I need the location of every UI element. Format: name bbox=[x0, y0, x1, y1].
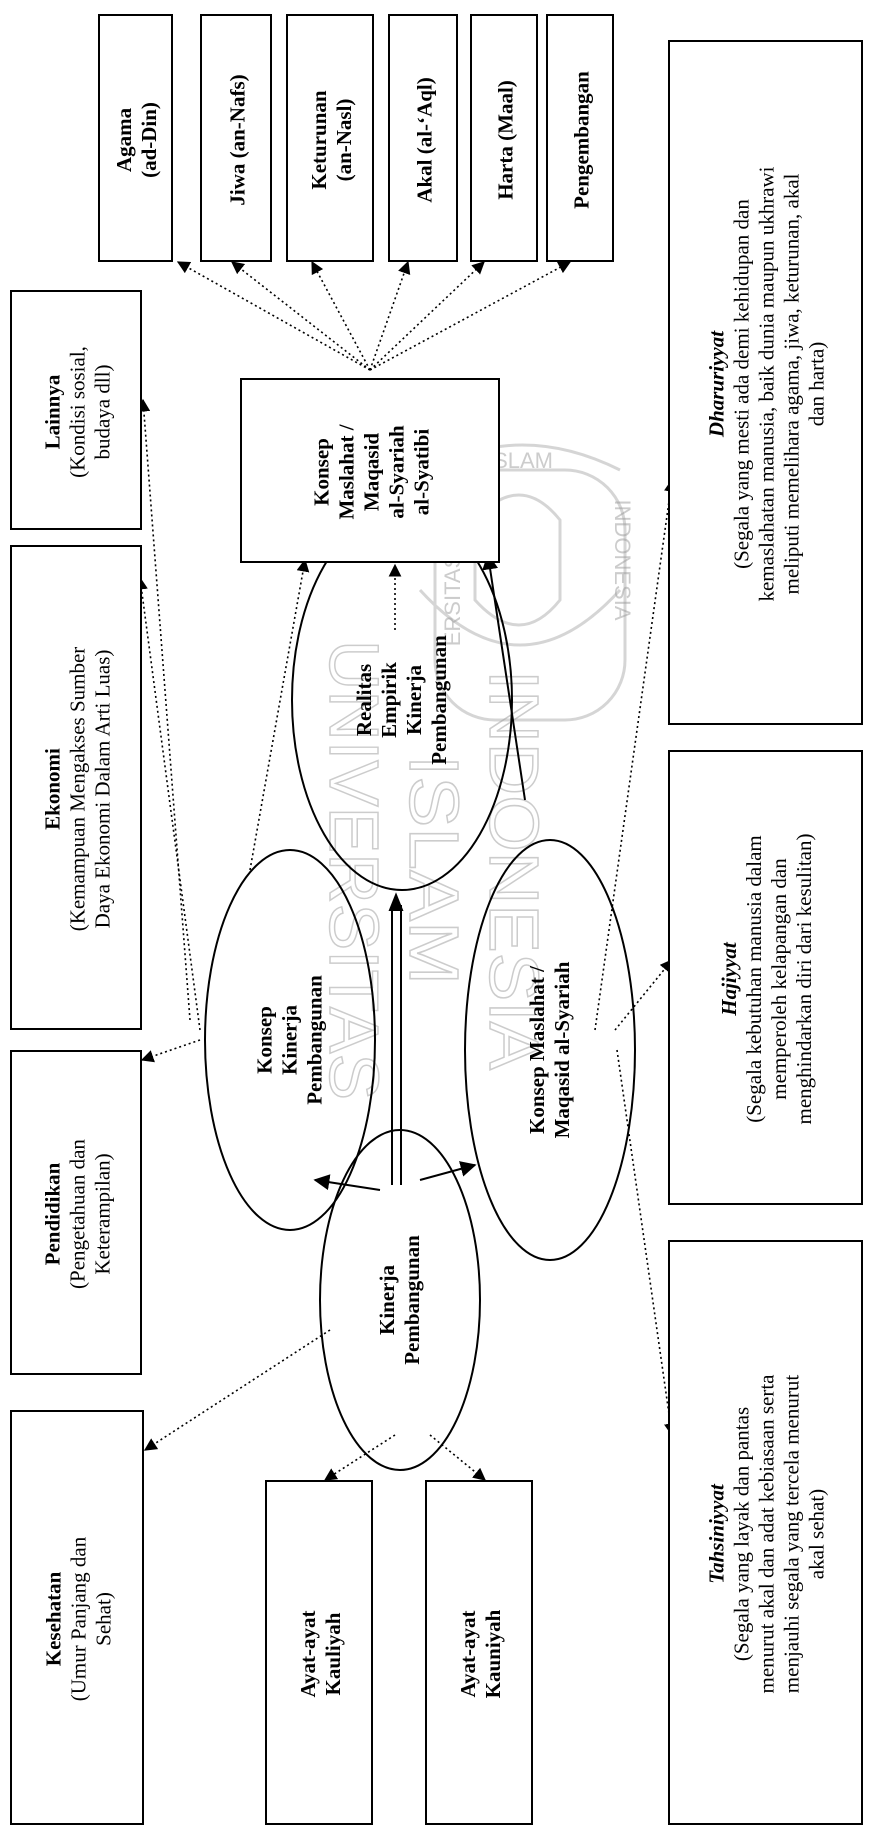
arrow-to-ekonomi bbox=[135, 576, 201, 1031]
konsep-kinerja-line-2: Kinerja bbox=[277, 1005, 302, 1075]
box-kesehatan: Kesehatan (Umur Panjang dan Sehat) bbox=[10, 1410, 144, 1825]
arrow-to-agama bbox=[176, 261, 371, 371]
arrow-to-dharuriyyat bbox=[594, 478, 677, 1031]
box-ekonomi: Ekonomi (Kemampuan Mengakses Sumber Daya… bbox=[10, 545, 142, 1030]
pendidikan-line-3: Keterampilan) bbox=[90, 1153, 115, 1275]
konsep-kinerja-line-3: Pembangunan bbox=[302, 975, 327, 1105]
kauniyah-line-2: Kauniyah bbox=[481, 1609, 505, 1699]
realitas-line-3: Kinerja bbox=[402, 665, 426, 735]
arrow-to-akal bbox=[369, 260, 411, 371]
pengembangan-line-1: Pengembangan bbox=[569, 71, 594, 209]
arrow-to-keturunan bbox=[311, 260, 371, 371]
watermark-arc-left: ERSITAS bbox=[440, 554, 465, 647]
arrow-konsep-kinerja-to-syatibi bbox=[249, 558, 310, 871]
harta-line-1: Harta (Maal) bbox=[493, 80, 518, 200]
ekonomi-line-3: Daya Ekonomi Dalam Arti Luas) bbox=[90, 649, 115, 929]
jiwa-line-1: Jiwa (an-Nafs) bbox=[225, 74, 250, 206]
kauliyah-line-2: Kauliyah bbox=[321, 1612, 345, 1696]
lainnya-title: Lainnya bbox=[40, 374, 65, 450]
agama-line-2: (ad-Din) bbox=[137, 102, 161, 178]
hajiyyat-line-1: (Segala kebutuhan manusia dalam bbox=[742, 835, 766, 1123]
box-dharuriyyat: Dharuriyyat (Segala yang mesti ada demi … bbox=[668, 40, 863, 725]
tahsiniyyat-line-3: menjauhi segala yang tercela menurut bbox=[779, 1374, 804, 1694]
box-lainnya: Lainnya (Kondisi sosial, budaya dll) bbox=[10, 290, 142, 530]
arrow-to-lainnya bbox=[137, 398, 191, 1021]
box-ayat-kauniyah: Ayat-ayat Kauniyah bbox=[425, 1480, 533, 1825]
kinerja-line-2: Pembangunan bbox=[400, 1235, 424, 1365]
dharuriyyat-line-2: kemaslahatan manusia, baik dunia maupun … bbox=[754, 166, 779, 602]
pendidikan-line-2: (Pengetahuan dan bbox=[65, 1139, 90, 1289]
keturunan-line-1: Keturunan bbox=[307, 90, 331, 190]
box-keturunan: Keturunan (an-Nasl) bbox=[286, 14, 374, 262]
tahsiniyyat-line-4: akal sehat) bbox=[804, 1488, 829, 1580]
kesehatan-title: Kesehatan bbox=[41, 1571, 66, 1667]
box-harta: Harta (Maal) bbox=[470, 14, 538, 262]
box-konsep-syatibi: Konsep Maslahat / Maqasid al-Syariah al-… bbox=[240, 378, 500, 563]
box-jiwa: Jiwa (an-Nafs) bbox=[200, 14, 272, 262]
kesehatan-line-2: (Umur Panjang dan bbox=[66, 1536, 91, 1702]
arrow-maslahat-to-syatibi bbox=[482, 553, 526, 801]
syatibi-line-4: al-Syariah bbox=[384, 425, 409, 519]
hajiyyat-line-2: memperoleh kelapangan dan bbox=[767, 858, 791, 1100]
realitas-line-1: Realitas bbox=[352, 663, 376, 737]
kesehatan-line-3: Sehat) bbox=[91, 1592, 116, 1646]
tahsiniyyat-line-1: (Segala yang layak dan pantas bbox=[729, 1406, 754, 1662]
realitas-line-4: Pembangunan bbox=[427, 635, 451, 765]
ekonomi-line-2: (Kemampuan Mengakses Sumber bbox=[65, 646, 90, 932]
syatibi-line-5: al-Syatibi bbox=[409, 428, 434, 516]
box-pengembangan: Pengembangan bbox=[546, 14, 614, 262]
box-agama: Agama (ad-Din) bbox=[98, 14, 173, 262]
agama-line-1: Agama bbox=[112, 107, 136, 173]
arrow-to-kesehatan bbox=[143, 1329, 331, 1451]
arrow-kinerja-to-konsep-maslahat bbox=[419, 1161, 477, 1181]
box-hajiyyat: Hajiyyat (Segala kebutuhan manusia dalam… bbox=[668, 750, 863, 1205]
watermark-arc-right: INDONESIA bbox=[610, 499, 635, 620]
arrow-to-jiwa bbox=[230, 261, 371, 371]
syatibi-line-1: Konsep bbox=[309, 438, 334, 506]
dharuriyyat-title: Dharuriyyat bbox=[704, 330, 729, 438]
akal-line-1: Akal (al-‘Aql) bbox=[412, 77, 437, 203]
hajiyyat-title: Hajiyyat bbox=[717, 942, 741, 1016]
dharuriyyat-line-4: dan harta) bbox=[804, 341, 829, 427]
box-tahsiniyyat: Tahsiniyyat (Segala yang layak dan panta… bbox=[668, 1240, 863, 1825]
hajiyyat-line-3: menghindarkan diri dari kesulitan) bbox=[792, 833, 816, 1125]
konsep-maslahat-line-1: Konsep Maslahat / bbox=[525, 965, 549, 1135]
keturunan-line-2: (an-Nasl) bbox=[332, 98, 356, 182]
realitas-line-2: Empirik bbox=[377, 662, 401, 738]
pendidikan-title: Pendidikan bbox=[40, 1162, 65, 1266]
tahsiniyyat-line-2: menurut akal dan adat kebiasaan serta bbox=[754, 1374, 779, 1694]
konsep-kinerja-line-1: Konsep bbox=[252, 1006, 277, 1074]
syatibi-line-2: Maslahat / bbox=[334, 424, 359, 520]
arrow-to-pendidikan bbox=[140, 1039, 201, 1063]
konsep-maslahat-line-2: Maqasid al-Syariah bbox=[550, 961, 574, 1139]
ekonomi-title: Ekonomi bbox=[40, 748, 65, 830]
arrow-to-harta bbox=[369, 261, 485, 371]
arrow-to-pengembangan bbox=[369, 261, 572, 371]
dharuriyyat-line-1: (Segala yang mesti ada demi kehidupan da… bbox=[729, 199, 754, 569]
lainnya-line-2: (Kondisi sosial, bbox=[65, 346, 90, 478]
lainnya-line-3: budaya dll) bbox=[90, 364, 115, 460]
arrow-to-tahsiniyyat bbox=[616, 1049, 677, 1437]
dharuriyyat-line-3: meliputi memelihara agama, jiwa, keturun… bbox=[779, 173, 804, 595]
arrow-kinerja-to-konsep-kinerja bbox=[313, 1174, 381, 1191]
arrow-to-hajiyyat bbox=[614, 959, 673, 1031]
box-pendidikan: Pendidikan (Pengetahuan dan Keterampilan… bbox=[10, 1050, 142, 1375]
kauliyah-line-1: Ayat-ayat bbox=[296, 1610, 320, 1698]
double-link-head-top bbox=[388, 892, 404, 911]
arrow-to-kauniyah bbox=[429, 1434, 486, 1481]
tahsiniyyat-title: Tahsiniyyat bbox=[704, 1484, 729, 1584]
arrow-to-kauliyah bbox=[323, 1434, 396, 1481]
box-akal: Akal (al-‘Aql) bbox=[388, 14, 458, 262]
syatibi-line-3: Maqasid bbox=[359, 432, 384, 512]
watermark-line-2: ISLAM bbox=[395, 755, 473, 985]
kinerja-line-1: Kinerja bbox=[375, 1265, 399, 1335]
kauniyah-line-1: Ayat-ayat bbox=[456, 1610, 480, 1698]
box-ayat-kauliyah: Ayat-ayat Kauliyah bbox=[265, 1480, 373, 1825]
